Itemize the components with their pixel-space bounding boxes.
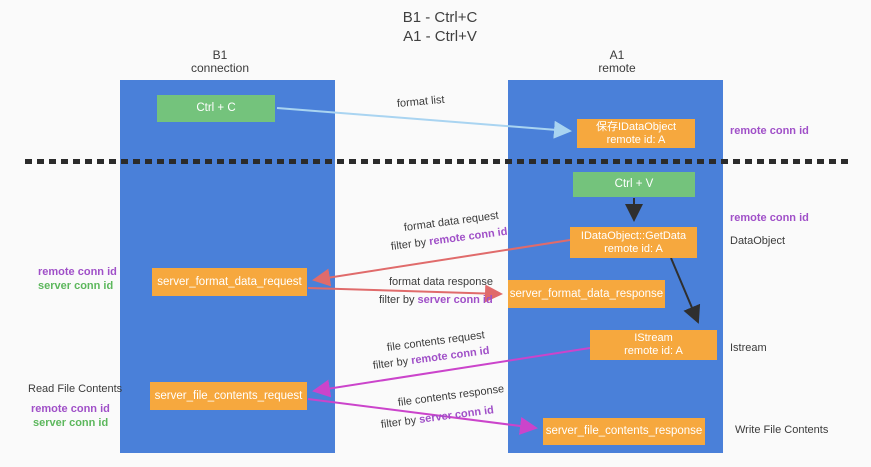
server-file-contents-response-box: server_file_contents_response bbox=[543, 418, 705, 445]
right-column-subtitle: remote bbox=[598, 61, 636, 75]
diagram-title-line2: A1 - Ctrl+V bbox=[403, 28, 477, 45]
diagram-title: B1 - Ctrl+C A1 - Ctrl+V bbox=[355, 8, 525, 46]
file-contents-response-filter-label: filter by server conn id bbox=[380, 404, 494, 431]
remote-conn-id-annotation-top: remote conn id bbox=[730, 125, 809, 137]
ctrl-v-box: Ctrl + V bbox=[573, 172, 695, 197]
server-format-data-response-box: server_format_data_response bbox=[508, 280, 665, 308]
server-format-data-response-label: server_format_data_response bbox=[509, 287, 664, 300]
idataobject-getdata-line1: IDataObject::GetData bbox=[580, 229, 687, 242]
idataobject-getdata-line2: remote id: A bbox=[604, 242, 663, 255]
left-column-header: B1 connection bbox=[140, 49, 300, 75]
server-format-data-request-box: server_format_data_request bbox=[152, 268, 307, 296]
istream-line2: remote id: A bbox=[624, 345, 683, 357]
ctrl-c-label: Ctrl + C bbox=[196, 102, 236, 114]
server-conn-id-annotation-bottom: server conn id bbox=[33, 417, 109, 429]
ctrl-c-box: Ctrl + C bbox=[157, 95, 275, 122]
istream-line1: IStream bbox=[634, 332, 673, 344]
format-data-response-filter-label: filter by server conn id bbox=[379, 294, 493, 306]
dataobject-annotation: DataObject bbox=[730, 235, 786, 247]
format-data-response-label: format data response bbox=[389, 276, 493, 288]
server-format-data-request-label: server_format_data_request bbox=[157, 275, 302, 288]
remote-conn-id-annotation-mid: remote conn id bbox=[730, 212, 809, 224]
server-conn-id-text: server conn id bbox=[418, 404, 495, 426]
server-file-contents-request-box: server_file_contents_request bbox=[150, 382, 307, 410]
filter-by-text: filter by bbox=[372, 355, 412, 372]
write-file-contents-annotation: Write File Contents bbox=[735, 424, 829, 436]
left-column-subtitle: connection bbox=[190, 61, 250, 75]
ctrl-v-label: Ctrl + V bbox=[614, 178, 654, 190]
server-file-contents-response-label: server_file_contents_response bbox=[545, 425, 703, 437]
server-conn-id-annotation-left: server conn id bbox=[38, 280, 114, 292]
filter-by-text: filter by bbox=[379, 294, 418, 306]
save-idataobject-box: 保存IDataObject remote id: A bbox=[577, 119, 695, 148]
remote-conn-id-annotation-bottom: remote conn id bbox=[31, 403, 110, 415]
idataobject-getdata-box: IDataObject::GetData remote id: A bbox=[570, 227, 697, 258]
remote-conn-id-annotation-left: remote conn id bbox=[38, 266, 117, 278]
istream-box: IStream remote id: A bbox=[590, 330, 717, 360]
right-column-header: A1 remote bbox=[537, 49, 697, 75]
read-file-contents-annotation: Read File Contents bbox=[28, 383, 123, 395]
right-column-name: A1 bbox=[609, 48, 625, 62]
filter-by-text: filter by bbox=[390, 236, 430, 253]
phase-separator-dashed-line bbox=[25, 159, 848, 164]
left-column-name: B1 bbox=[212, 48, 228, 62]
save-idataobject-line2: remote id: A bbox=[606, 133, 666, 146]
diagram-title-line1: B1 - Ctrl+C bbox=[402, 9, 478, 26]
server-conn-id-text: server conn id bbox=[417, 294, 493, 306]
save-idataobject-line1: 保存IDataObject bbox=[595, 120, 677, 133]
server-file-contents-request-label: server_file_contents_request bbox=[154, 389, 303, 402]
format-list-label: format list bbox=[396, 93, 446, 110]
istream-annotation: Istream bbox=[730, 342, 767, 354]
filter-by-text: filter by bbox=[380, 414, 420, 431]
